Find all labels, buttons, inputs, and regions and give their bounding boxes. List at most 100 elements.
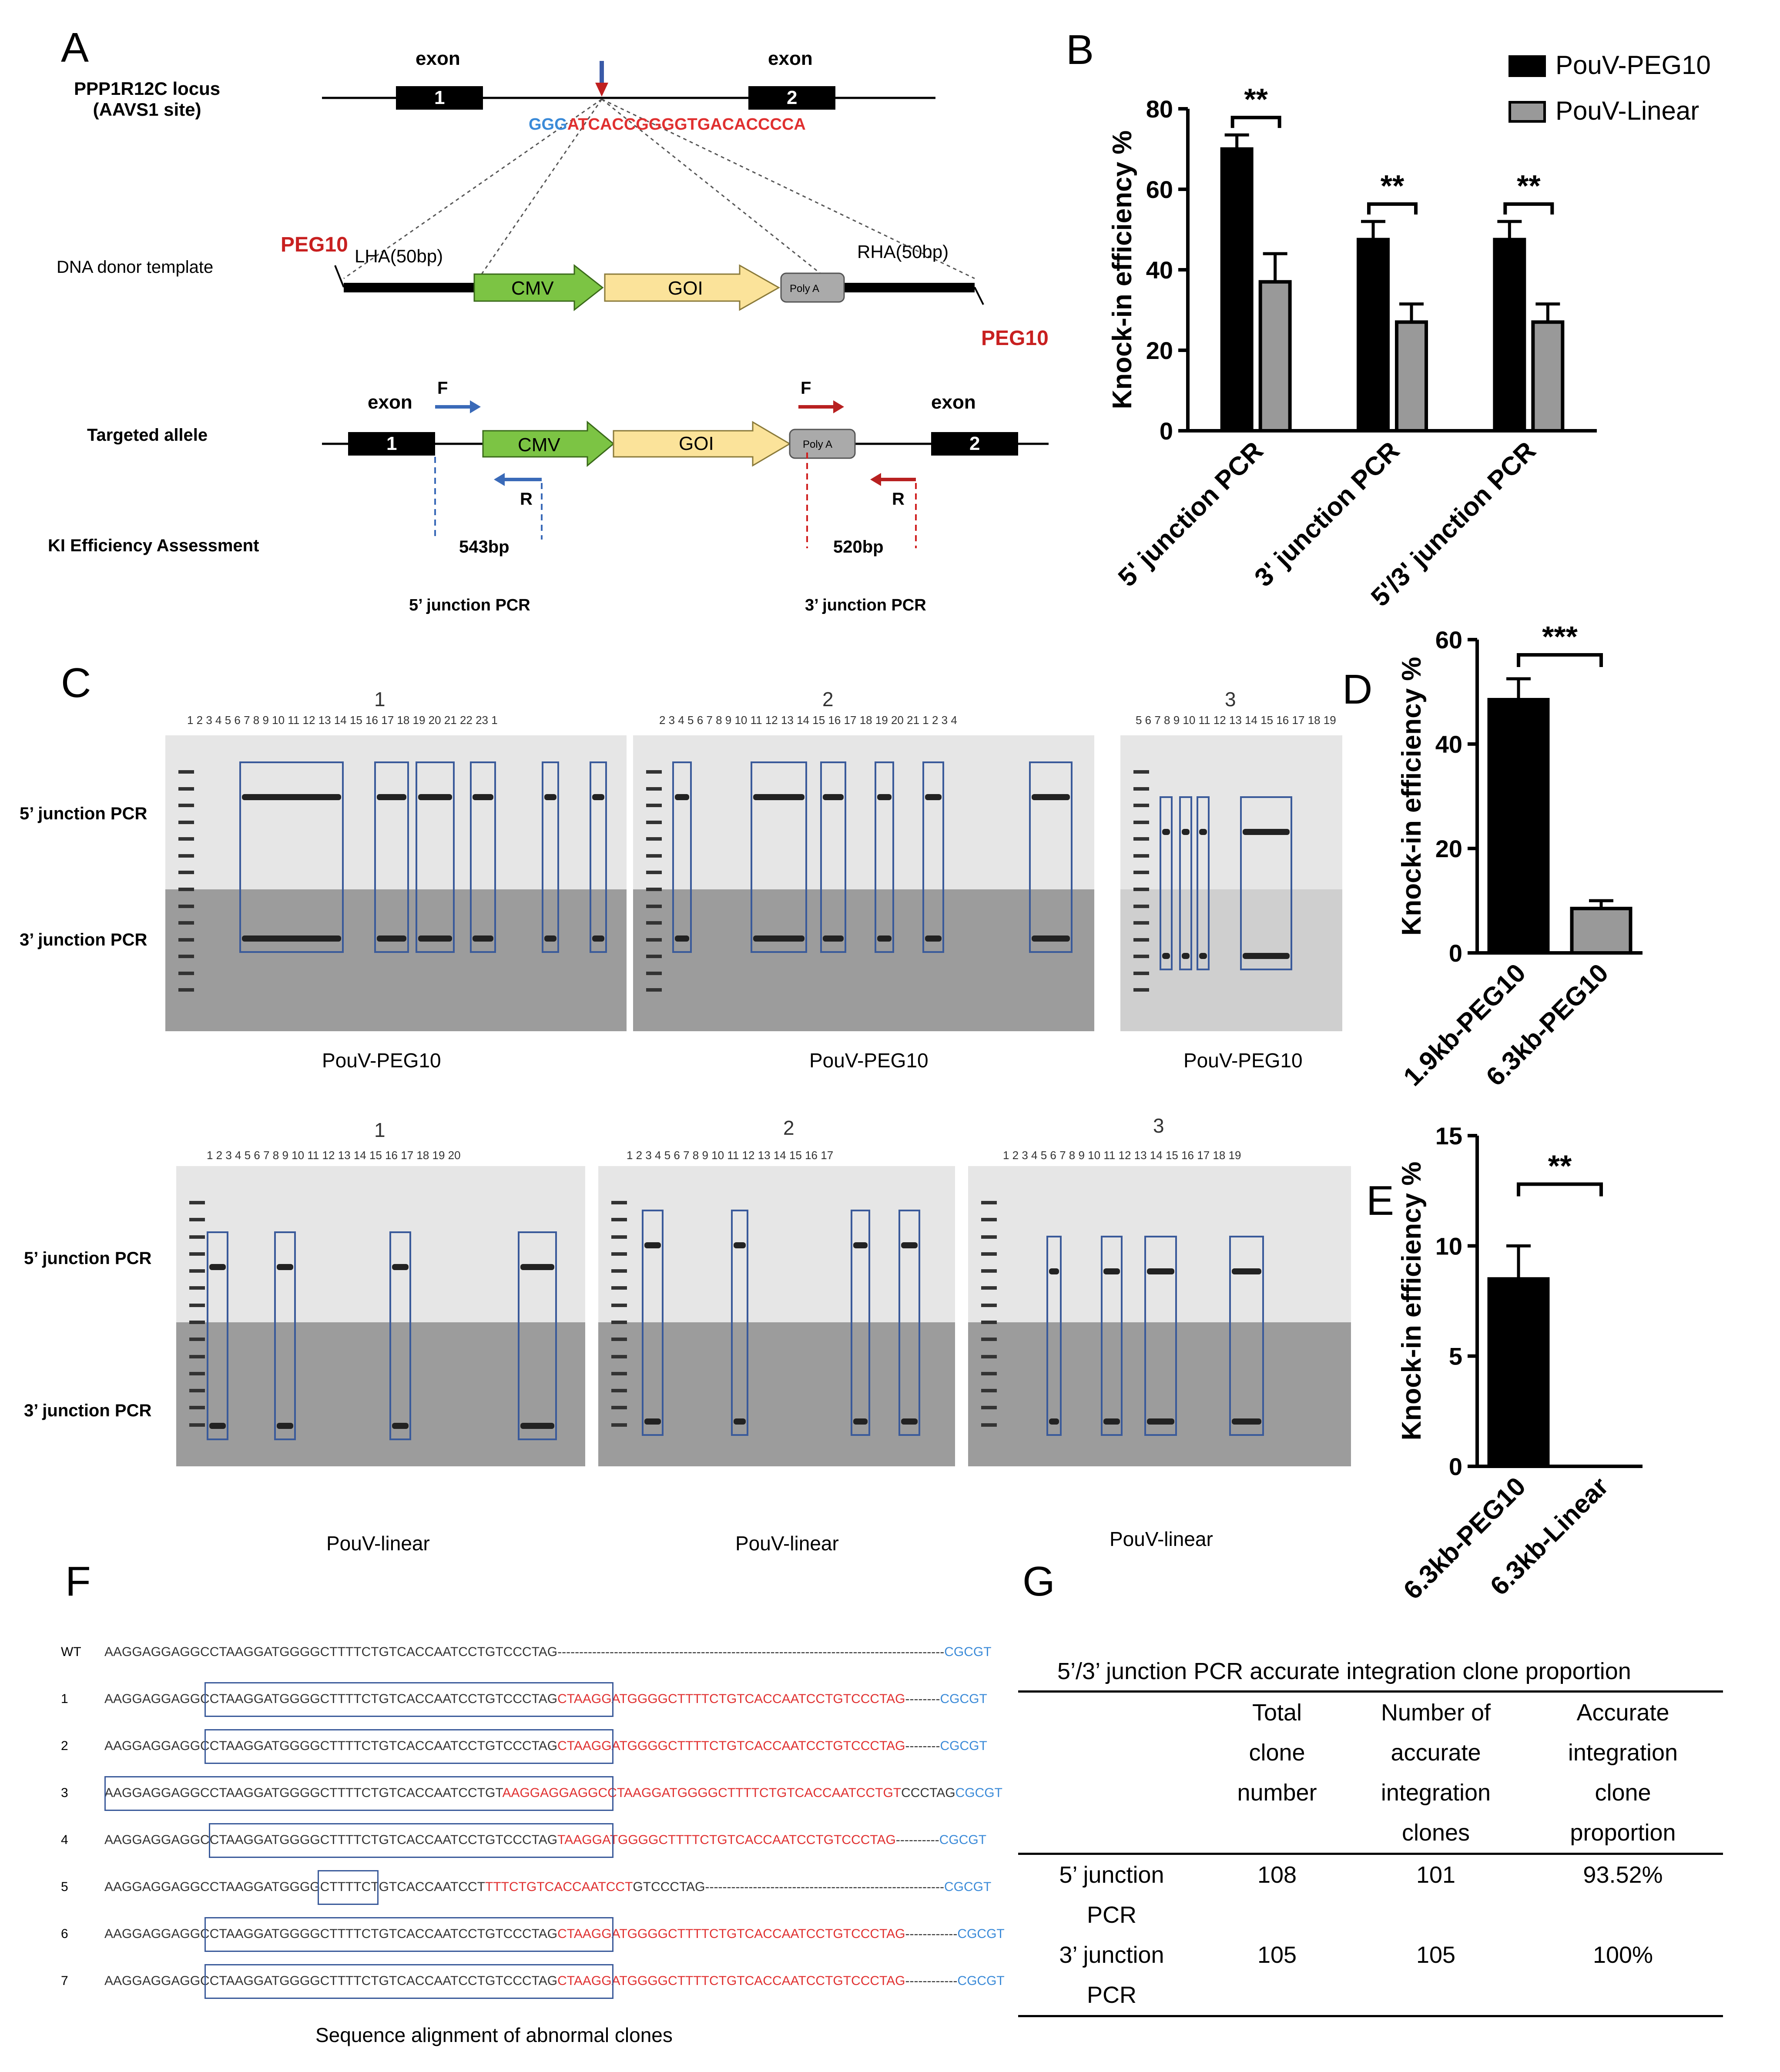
bp-543: 543bp bbox=[459, 537, 510, 557]
bar bbox=[1395, 320, 1428, 433]
dna-ladder bbox=[646, 770, 662, 1014]
gel-title: 1 bbox=[374, 688, 385, 711]
row-number: 7 bbox=[61, 1974, 68, 1988]
clone-highlight-box bbox=[1240, 796, 1292, 970]
y-tick-label: 0 bbox=[1160, 417, 1173, 445]
row-number: 2 bbox=[61, 1739, 68, 1753]
y-tick-label: 80 bbox=[1146, 95, 1173, 123]
cmv-arrow-target bbox=[482, 420, 615, 467]
table-cell: 101 bbox=[1416, 1862, 1456, 1888]
sig-bracket bbox=[1517, 653, 1603, 667]
row-number: 3 bbox=[61, 1786, 68, 1800]
y-axis-label: Knock-in efficiency % bbox=[1397, 657, 1427, 936]
pcr-band-5 bbox=[753, 794, 805, 800]
y-tick-label: 5 bbox=[1449, 1343, 1462, 1370]
bar bbox=[1487, 1277, 1550, 1468]
row-number: 5 bbox=[61, 1880, 68, 1894]
pcr-band-3 bbox=[377, 935, 406, 942]
targeted-label: Targeted allele bbox=[87, 426, 208, 445]
table-header: Total clone number bbox=[1205, 1690, 1349, 1855]
seq-tail: CGCGT bbox=[957, 1927, 1005, 1941]
legend-label: PouV-PEG10 bbox=[1555, 50, 1711, 80]
row-sequence: AAGGAGGAGGCCTAAGGATGGGGCTTTTCTGTCACCAATC… bbox=[104, 1739, 987, 1753]
c-bot-3-label: 3’ junction PCR bbox=[24, 1401, 152, 1420]
pcr-band-3 bbox=[392, 1423, 409, 1429]
dna-ladder bbox=[189, 1201, 205, 1449]
gel-caption: PouV-PEG10 bbox=[809, 1049, 929, 1072]
seq-wildtype: AAGGAGGAGGCCTAAGGATGGGGCTTTTCTGTCACCAATC… bbox=[104, 1692, 558, 1706]
sequence-highlight-box bbox=[204, 1682, 613, 1717]
seq-wildtype: AAGGAGGAGGCCTAAGGATGGGGCTTTTCTGTCACCAATC… bbox=[104, 1974, 558, 1988]
table-cell: 93.52% bbox=[1583, 1862, 1663, 1888]
rha-label: RHA(50bp) bbox=[857, 241, 949, 262]
clone-highlight-box bbox=[374, 761, 409, 953]
table-cell: 108 bbox=[1257, 1862, 1297, 1888]
pcr-band-5 bbox=[823, 794, 844, 800]
pcr-band-3 bbox=[1243, 953, 1290, 959]
bar bbox=[1357, 238, 1390, 433]
seq-duplication: CTAAGGATGGGGCTTTTCTGTCACCAATCCTGTCCCTAG bbox=[557, 1974, 905, 1988]
seq-duplication: CTAAGGATGGGGCTTTTCTGTCACCAATCCTGTCCCTAG bbox=[557, 1927, 905, 1941]
pcr-band-3 bbox=[418, 935, 452, 942]
exon1-num: 1 bbox=[434, 87, 445, 108]
gel-lower-half bbox=[165, 889, 627, 1031]
y-tick-label: 40 bbox=[1435, 731, 1462, 758]
seq-duplication: AAGGAGGAGGCCTAAGGATGGGGCTTTTCTGTCACCAATC… bbox=[502, 1786, 902, 1800]
pcr-band-3 bbox=[823, 935, 844, 942]
bar bbox=[1220, 147, 1254, 433]
sequence-highlight-box bbox=[318, 1870, 379, 1905]
gel-title: 1 bbox=[374, 1119, 385, 1141]
primer-r1: R bbox=[520, 490, 533, 509]
table-row: 5’ junction PCR 108 101 93.52% bbox=[1018, 1854, 1723, 1935]
row-sequence: AAGGAGGAGGCCTAAGGATGGGGCTTTTCTGTCACCAATC… bbox=[104, 1645, 992, 1660]
clone-highlight-box bbox=[820, 761, 846, 953]
pcr-band-3 bbox=[925, 935, 942, 942]
pam-seq: GGG bbox=[529, 115, 567, 134]
seq-gap: -------- bbox=[905, 1739, 940, 1753]
pcr-band-5 bbox=[392, 1264, 409, 1270]
pcr-band-5 bbox=[1032, 794, 1070, 800]
exon-2-box bbox=[748, 86, 835, 110]
row-number: WT bbox=[61, 1645, 81, 1659]
lha-label: LHA(50bp) bbox=[355, 246, 443, 266]
clone-highlight-box bbox=[875, 761, 894, 953]
pcr-band-5 bbox=[242, 794, 341, 800]
rha-arm bbox=[844, 283, 975, 292]
table-cell: 3’ junction PCR bbox=[1018, 1935, 1205, 2017]
gel-title: 2 bbox=[783, 1116, 794, 1139]
cmv-label-target: CMV bbox=[518, 434, 560, 456]
clone-highlight-box bbox=[672, 761, 692, 953]
sig-bracket bbox=[1517, 1182, 1603, 1197]
primer-f1: F bbox=[437, 379, 448, 398]
bar bbox=[1570, 907, 1633, 955]
legend-label: PouV-Linear bbox=[1555, 96, 1699, 125]
f-caption: Sequence alignment of abnormal clones bbox=[315, 2024, 673, 2046]
panel-label-c: C bbox=[61, 660, 91, 706]
peg-right: PEG10 bbox=[981, 327, 1049, 350]
pcr-band-5 bbox=[1147, 1268, 1174, 1274]
pcr-band-5 bbox=[675, 794, 689, 800]
pcr-band-5 bbox=[277, 1264, 293, 1270]
sig-label: ** bbox=[1244, 82, 1268, 116]
seq-gap: GTCCCTAG--------------------------------… bbox=[633, 1880, 944, 1894]
exon2-num: 2 bbox=[787, 87, 798, 108]
table-cell: 5’ junction PCR bbox=[1059, 1862, 1164, 1928]
seq-duplication: CTAAGGATGGGGCTTTTCTGTCACCAATCCTGTCCCTAG bbox=[557, 1692, 905, 1706]
sequence-alignment: WT AAGGAGGAGGCCTAAGGATGGGGCTTTTCTGTCACCAA… bbox=[61, 1645, 1005, 1999]
sequence-highlight-box bbox=[204, 1729, 613, 1764]
seq-wildtype: AAGGAGGAGGCCTAAGGATGGGGCTTTTCTGTCACCAATC… bbox=[104, 1739, 558, 1753]
pcr-band-5 bbox=[1049, 1268, 1059, 1274]
sequence-highlight-box bbox=[104, 1776, 613, 1811]
seq-wildtype: AAGGAGGAGGCCTAAGGATGGGGCTTTTCTGTCACCAATC… bbox=[104, 1927, 558, 1941]
gel-image bbox=[633, 735, 1094, 1031]
gel-title: 3 bbox=[1225, 688, 1236, 711]
gel-title: 2 bbox=[822, 688, 834, 711]
goi-arrow-target bbox=[613, 421, 791, 467]
row-number: 6 bbox=[61, 1927, 68, 1941]
seq-tail: CGCGT bbox=[955, 1786, 1002, 1800]
pcr-band-5 bbox=[734, 1242, 746, 1248]
table-cell: 100% bbox=[1523, 1935, 1723, 2017]
seq-tail: CGCGT bbox=[940, 1739, 987, 1753]
